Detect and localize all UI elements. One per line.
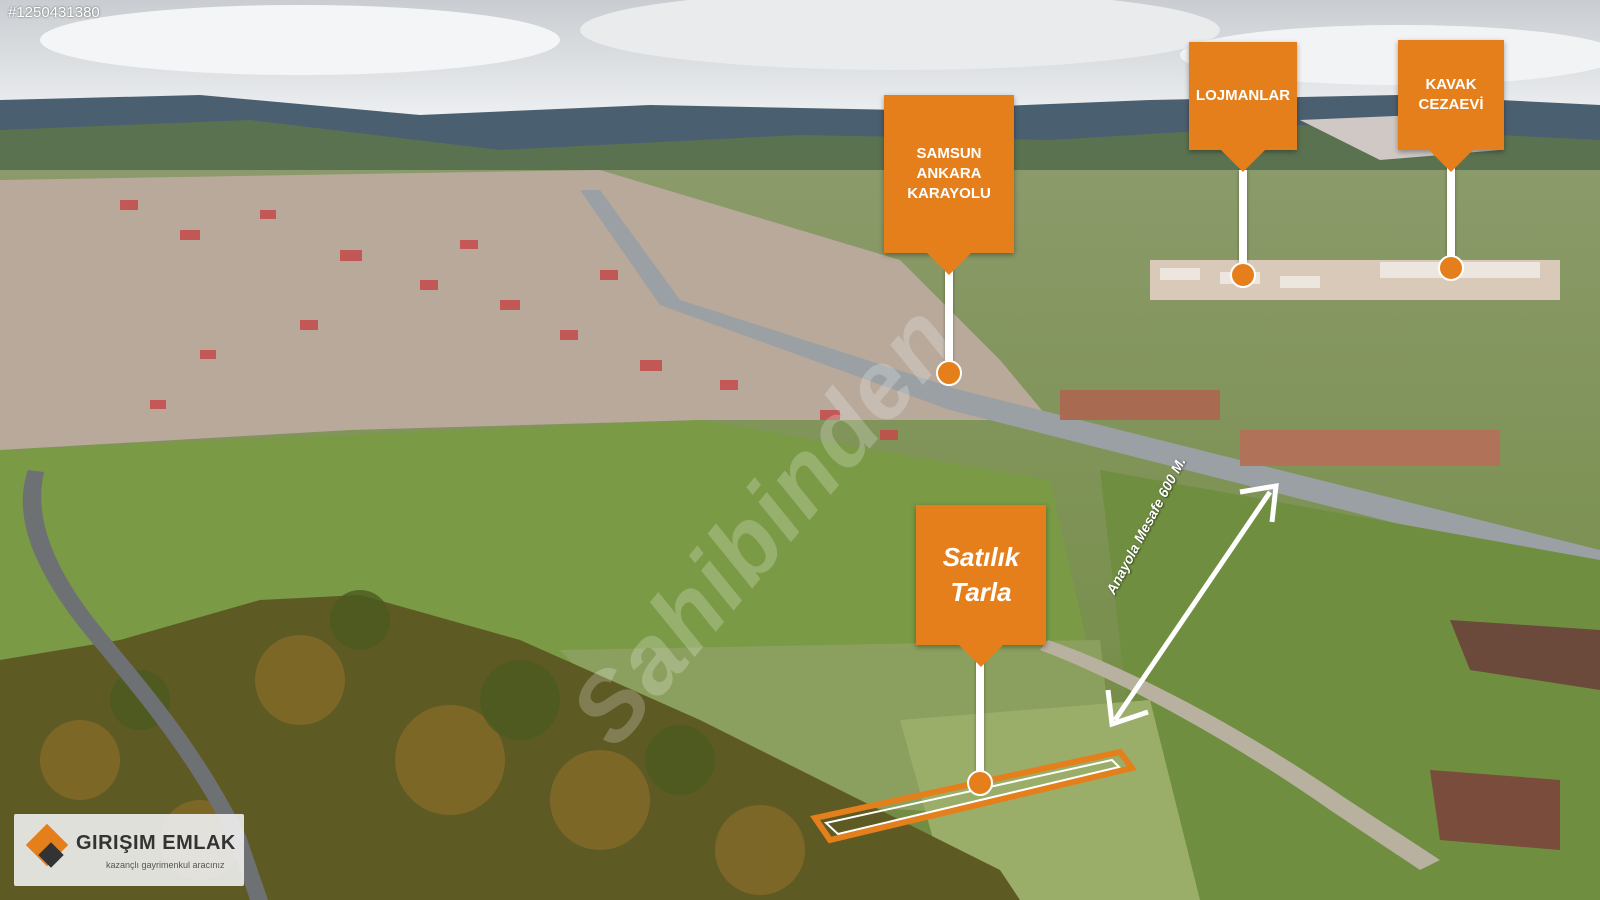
housing-marker-pole (1239, 170, 1247, 270)
housing-tag-label: LOJMANLAR (1195, 86, 1291, 104)
highway-tag-label: SAMSUN ANKARA KARAYOLU (907, 144, 991, 203)
distance-arrow (1105, 482, 1279, 728)
prison-tag-pointer (1429, 150, 1473, 172)
land-for-sale-tag: Satılık Tarla (916, 505, 1046, 667)
land-marker-dot (967, 770, 993, 796)
highway-marker-pole (945, 250, 953, 370)
highway-tag: SAMSUN ANKARA KARAYOLU (884, 95, 1014, 275)
prison-tag-label: KAVAK CEZAEVİ (1418, 75, 1484, 113)
housing-tag: LOJMANLAR (1189, 42, 1297, 172)
prison-marker-pole (1447, 168, 1455, 264)
listing-id-label: #1250431380 (8, 4, 100, 21)
prison-tag: KAVAK CEZAEVİ (1398, 40, 1504, 172)
agency-slogan: kazançlı gayrimenkul aracınız (106, 860, 225, 870)
housing-tag-pointer (1221, 150, 1265, 172)
land-for-sale-tag-pointer (959, 645, 1003, 667)
land-marker-pole (976, 660, 984, 778)
highway-marker-dot (936, 360, 962, 386)
prison-marker-dot (1438, 255, 1464, 281)
housing-marker-dot (1230, 262, 1256, 288)
agency-name: GIRIŞIM EMLAK (76, 832, 236, 854)
highway-tag-pointer (927, 253, 971, 275)
land-for-sale-tag-label: Satılık Tarla (942, 541, 1020, 607)
agency-logo: GIRIŞIM EMLAK kazançlı gayrimenkul aracı… (14, 814, 244, 886)
